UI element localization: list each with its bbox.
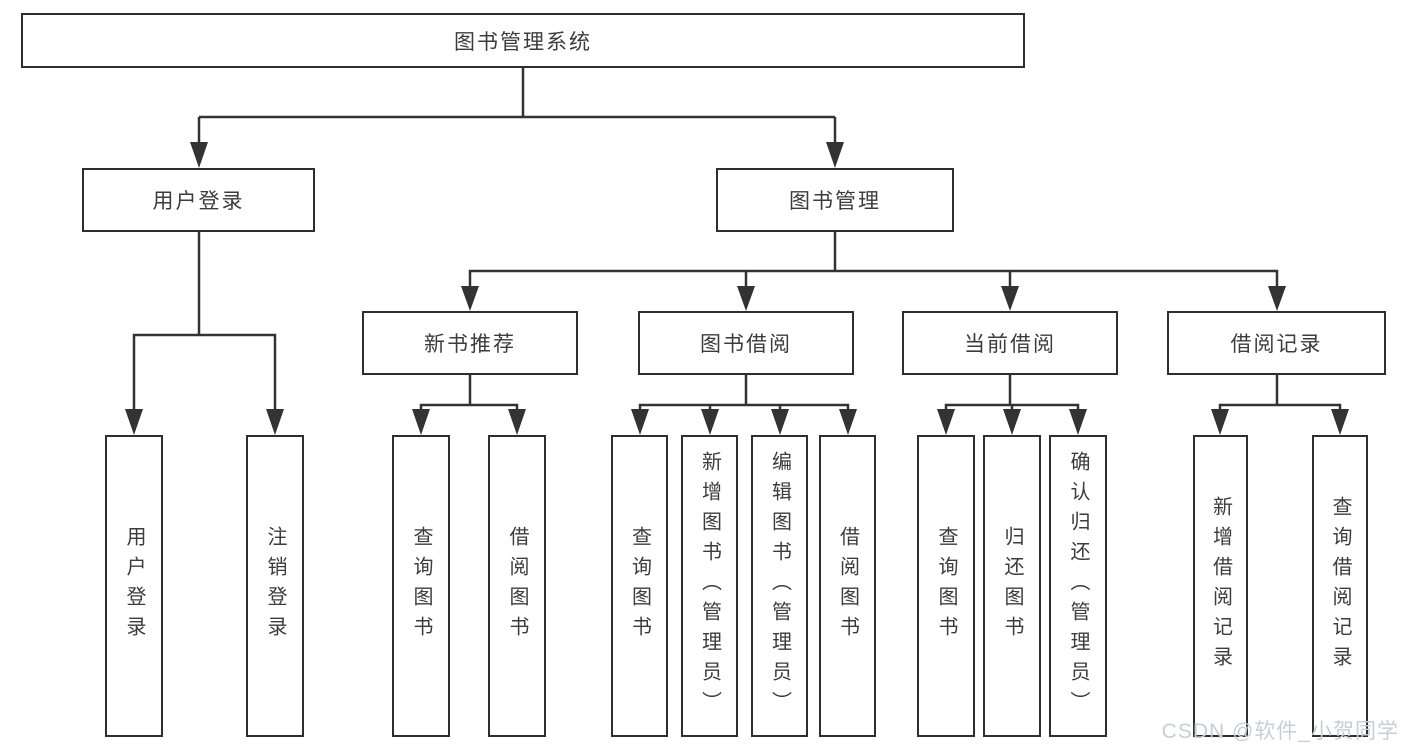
leaf-borrow-books: 借阅图书: [819, 435, 876, 737]
arrow-down-marker: [839, 409, 857, 435]
connector-root-to-level2: [190, 68, 844, 168]
connector-book-borrow-to-leaves: [631, 375, 857, 435]
leaf-user-login: 用户登录: [105, 435, 163, 737]
leaf-add-borrow-record-label: 新增借阅记录: [1209, 496, 1232, 676]
arrow-down-marker: [826, 142, 844, 168]
leaf-add-books-admin-label: 新增图书（管理员）: [698, 451, 721, 721]
leaf-query-books-current: 查询图书: [917, 435, 975, 737]
node-book-borrow: 图书借阅: [638, 311, 854, 375]
leaf-logout: 注销登录: [246, 435, 304, 737]
node-book-mgmt: 图书管理: [716, 168, 954, 232]
connector-line: [944, 403, 1080, 414]
arrow-down-marker: [412, 409, 430, 435]
connector-line: [132, 333, 277, 414]
connector-current-borrow-to-leaves: [937, 375, 1087, 435]
arrow-down-marker: [937, 409, 955, 435]
leaf-add-borrow-record: 新增借阅记录: [1193, 435, 1248, 737]
leaf-return-books: 归还图书: [983, 435, 1041, 737]
leaf-edit-books-admin: 编辑图书（管理员）: [751, 435, 808, 737]
leaf-query-books-rec: 查询图书: [392, 435, 450, 737]
node-current-borrow: 当前借阅: [902, 311, 1118, 375]
arrow-down-marker: [701, 409, 719, 435]
leaf-query-borrow-record: 查询借阅记录: [1312, 435, 1368, 737]
connector-user-login-to-leaves: [125, 232, 284, 435]
leaf-query-books-borrow-label: 查询图书: [628, 526, 651, 646]
leaf-borrow-books-rec: 借阅图书: [488, 435, 546, 737]
leaf-user-login-label: 用户登录: [123, 526, 145, 646]
arrow-down-marker: [190, 142, 208, 168]
leaf-confirm-return-admin-label: 确认归还（管理员）: [1067, 451, 1089, 721]
node-current-borrow-label: 当前借阅: [964, 333, 1056, 356]
connector-line: [1218, 403, 1342, 414]
leaf-add-books-admin: 新增图书（管理员）: [681, 435, 738, 737]
connector-line: [468, 269, 1279, 290]
leaf-confirm-return-admin: 确认归还（管理员）: [1049, 435, 1107, 737]
node-user-login-label: 用户登录: [152, 190, 245, 213]
arrow-down-marker: [737, 286, 755, 311]
leaf-logout-label: 注销登录: [264, 526, 286, 646]
connector-new-book-rec-to-leaves: [412, 375, 526, 435]
leaf-edit-books-admin-label: 编辑图书（管理员）: [768, 451, 791, 721]
connector-line: [419, 403, 519, 414]
node-new-book-rec: 新书推荐: [362, 311, 578, 375]
arrow-down-marker: [1001, 286, 1019, 311]
node-book-mgmt-label: 图书管理: [789, 190, 881, 213]
leaf-borrow-books-label: 借阅图书: [836, 526, 859, 646]
node-user-login: 用户登录: [82, 168, 315, 232]
node-root: 图书管理系统: [21, 13, 1025, 68]
arrow-down-marker: [771, 409, 789, 435]
leaf-query-books-rec-label: 查询图书: [410, 526, 432, 646]
leaf-query-books-current-label: 查询图书: [935, 526, 957, 646]
leaf-query-books-borrow: 查询图书: [611, 435, 668, 737]
leaf-borrow-books-rec-label: 借阅图书: [506, 526, 528, 646]
arrow-down-marker: [266, 409, 284, 435]
arrow-down-marker: [125, 409, 143, 435]
arrow-down-marker: [631, 409, 649, 435]
connector-borrow-records-to-leaves: [1211, 375, 1349, 435]
arrow-down-marker: [1268, 286, 1286, 311]
node-root-label: 图书管理系统: [454, 30, 592, 54]
arrow-down-marker: [508, 409, 526, 435]
arrow-down-marker: [1211, 409, 1229, 435]
node-new-book-rec-label: 新书推荐: [424, 333, 516, 356]
connector-line: [638, 403, 850, 414]
arrow-down-marker: [1331, 409, 1349, 435]
node-borrow-records-label: 借阅记录: [1230, 333, 1323, 356]
arrow-down-marker: [1069, 409, 1087, 435]
node-borrow-records: 借阅记录: [1167, 311, 1386, 375]
watermark: CSDN @软件_小贺同学: [1161, 720, 1399, 743]
node-book-borrow-label: 图书借阅: [700, 333, 792, 356]
leaf-query-borrow-record-label: 查询借阅记录: [1329, 496, 1351, 676]
arrow-down-marker: [461, 286, 479, 311]
arrow-down-marker: [1003, 409, 1021, 435]
connector-book-mgmt-to-level3: [461, 232, 1286, 311]
leaf-return-books-label: 归还图书: [1001, 526, 1023, 646]
